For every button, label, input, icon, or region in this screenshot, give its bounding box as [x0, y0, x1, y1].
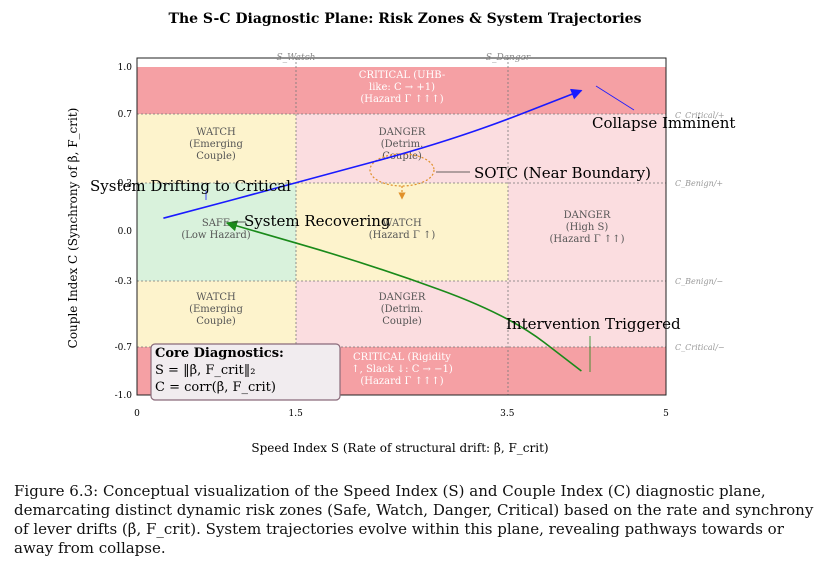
figure-caption: Figure 6.3: Conceptual visualization of …: [14, 482, 826, 558]
plot-frame: [136, 57, 667, 396]
zone-watch-lower: [137, 281, 296, 347]
y-tick-label: 0.3: [118, 179, 133, 189]
trajectory-drifting: [163, 88, 583, 219]
right-threshold-label-benign-pos: C_Benign/+: [675, 179, 723, 188]
threshold-lines: [137, 58, 666, 395]
zone-danger-upper: [296, 114, 666, 183]
x-tick-label: 3.5: [500, 409, 515, 419]
x-axis-label: Speed Index S (Rate of structural drift:…: [251, 441, 548, 455]
x-tick-label: 5: [663, 409, 669, 419]
x-tick-label: 0: [134, 409, 140, 419]
top-threshold-label-danger: S_Danger: [486, 53, 531, 63]
annotation-recovering: System Recovering: [244, 212, 391, 230]
zone-watch-upper: [137, 114, 296, 183]
caption-lead: Figure 6.3:: [14, 482, 99, 500]
right-threshold-label-benign-neg: C_Benign/−: [675, 277, 723, 286]
core-box-title: Core Diagnostics:: [155, 346, 284, 361]
y-tick-label: 0.0: [118, 227, 133, 237]
zone-label-critical-bottom: CRITICAL (Rigidity↑, Slack ↓: C → −1)(Ha…: [351, 352, 453, 387]
x-axis-ticks: 0 1.5 3.5 5: [134, 409, 669, 419]
zone-label-danger-lower-mid: DANGER(Detrim.Couple): [379, 292, 426, 327]
zone-labels: CRITICAL (UHB-like: C → +1)(Hazard Γ ↑↑↑…: [181, 70, 624, 387]
zone-label-danger-right: DANGER(High S)(Hazard Γ ↑↑): [550, 210, 625, 245]
zones: [137, 67, 666, 395]
y-tick-label: -1.0: [115, 391, 133, 401]
diagram-title: The S-C Diagnostic Plane: Risk Zones & S…: [169, 11, 642, 27]
annotation-leaders: [205, 85, 635, 372]
x-tick-label: 1.5: [289, 409, 304, 419]
zone-danger-lower: [296, 281, 666, 347]
zone-label-watch-center: WATCH(Hazard Γ ↑): [369, 218, 436, 241]
y-axis-label: Couple Index C (Synchrony of β̇, F_crit): [66, 108, 80, 349]
caption-text: Conceptual visualization of the Speed In…: [14, 482, 814, 557]
zone-label-danger-upper-mid: DANGER(Detrim.Couple): [379, 127, 426, 162]
annotation-sotc: SOTC (Near Boundary): [474, 164, 651, 182]
zone-label-critical-top: CRITICAL (UHB-like: C → +1)(Hazard Γ ↑↑↑…: [359, 70, 445, 105]
core-diagnostics-box: Core Diagnostics: S = ‖β̇, F_crit‖₂ C = …: [150, 343, 341, 401]
zone-danger-right: [508, 183, 666, 281]
zone-safe: [137, 183, 296, 281]
top-threshold-label-watch: S_Watch: [277, 53, 316, 63]
core-box-line2: C = corr(β̇, F_crit): [155, 380, 276, 395]
core-box-line1: S = ‖β̇, F_crit‖₂: [155, 363, 255, 378]
right-threshold-label-critical-pos: C_Critical/+: [675, 111, 725, 120]
y-axis-ticks: 1.0 0.7 0.3 0.0 -0.3 -0.7 -1.0: [115, 63, 133, 401]
y-tick-label: -0.7: [115, 343, 133, 353]
sotc-marker: [369, 153, 470, 200]
zone-label-safe: SAFE(Low Hazard): [181, 218, 250, 241]
annotation-intervention: Intervention Triggered: [506, 315, 681, 333]
right-threshold-label-critical-neg: C_Critical/−: [675, 343, 725, 352]
y-tick-label: -0.3: [115, 277, 133, 287]
y-tick-label: 1.0: [118, 63, 133, 73]
annotation-drifting: System Drifting to Critical: [90, 177, 291, 195]
y-tick-label: 0.7: [118, 110, 133, 120]
annotation-collapse-imminent: Collapse Imminent: [592, 114, 735, 132]
trajectory-recovering: [225, 220, 582, 372]
